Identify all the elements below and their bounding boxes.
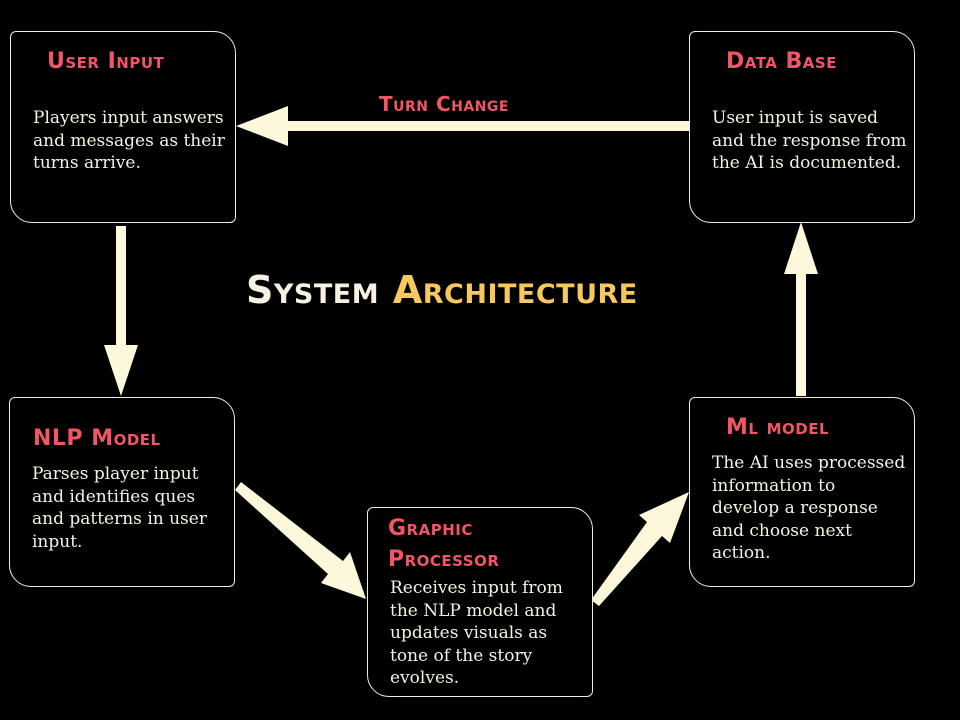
- arrow-nlp-to-graphic: [235, 482, 366, 599]
- title-word-system: System: [246, 268, 380, 312]
- data-base-title: Data Base: [726, 49, 837, 74]
- data-base-description: User input is saved and the response fro…: [712, 108, 907, 173]
- nlp-model-box: [9, 397, 235, 587]
- turn-change-label: Turn Change: [379, 92, 509, 116]
- nlp-model-description: Parses player input and identifies ques …: [32, 464, 207, 552]
- data-base-box: [689, 31, 915, 223]
- user-input-title: User Input: [47, 49, 165, 74]
- arrow-graphic-to-ml: [591, 492, 689, 606]
- graphic-processor-title: Graphic Processor: [388, 516, 500, 572]
- ml-model-box: [689, 397, 915, 587]
- arrow-turn-change: [236, 106, 690, 146]
- graphic-processor-description: Receives input from the NLP model and up…: [390, 578, 563, 688]
- arrow-user-to-nlp: [104, 226, 138, 396]
- diagram-title: System Architecture: [246, 268, 638, 312]
- user-input-box: [10, 31, 236, 223]
- title-word-architecture: Architecture: [392, 268, 638, 312]
- ml-model-title: Ml model: [726, 415, 830, 440]
- nlp-model-title: NLP Model: [33, 426, 161, 451]
- graphic-processor-box: [367, 507, 593, 697]
- arrow-ml-to-db: [784, 222, 818, 396]
- ml-model-description: The AI uses processed information to dev…: [712, 453, 906, 563]
- user-input-description: Players input answers and messages as th…: [33, 108, 225, 173]
